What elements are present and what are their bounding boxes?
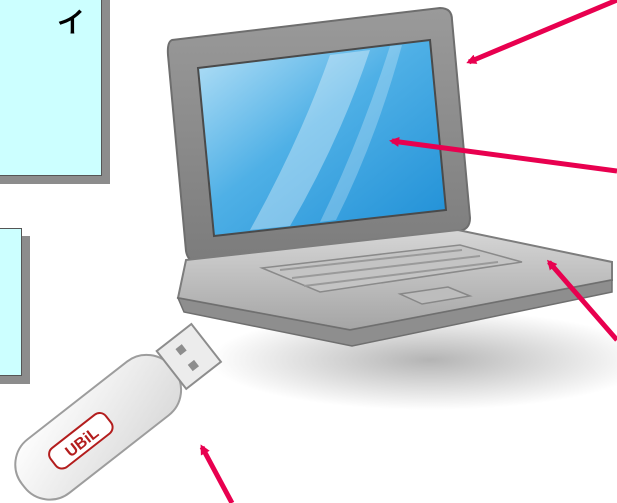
laptop-icon (168, 8, 612, 346)
usb-drive-icon: UBiL (2, 316, 227, 503)
arrow-to-lid (469, 0, 617, 62)
arrow-to-usb-drive (202, 447, 232, 503)
